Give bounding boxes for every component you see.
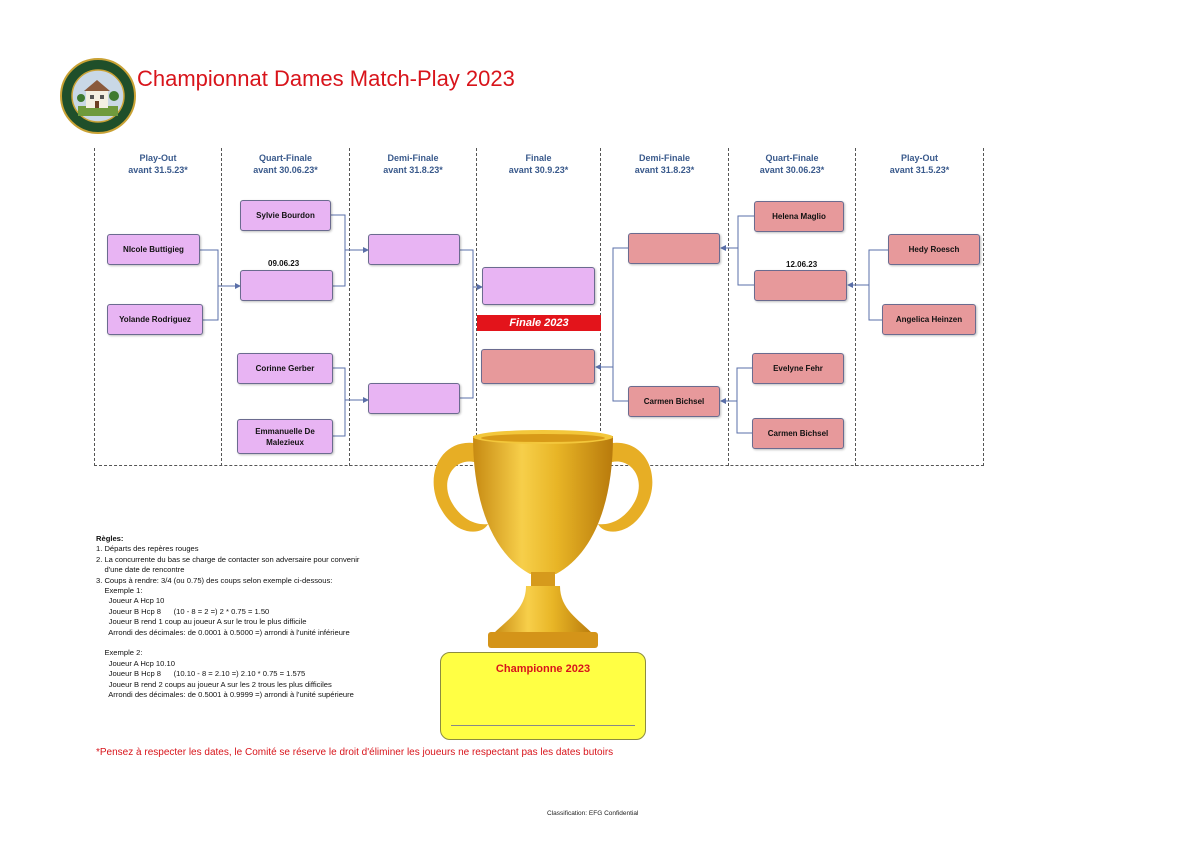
player-slot [628,233,720,264]
player-slot: Emmanuelle De Malezieux [237,419,333,454]
player-slot: Corinne Gerber [237,353,333,384]
column-finale: Finale avant 30.9.23* [477,148,601,466]
champion-label: Championne 2023 [495,663,591,675]
column-title: Finale [525,153,552,163]
column-quart-right: Quart-Finale avant 30.06.23* [729,148,856,466]
column-deadline: avant 31.8.23* [634,165,695,175]
column-quart-left: Quart-Finale avant 30.06.23* [222,148,350,466]
player-slot [754,270,847,301]
column-title: Demi-Finale [387,153,439,163]
trophy-icon [418,424,668,664]
column-deadline: avant 31.5.23* [889,165,950,175]
rules-line: Exemple 2: [96,648,143,658]
champion-name-line [451,725,635,726]
match-date: 09.06.23 [268,259,300,268]
column-playout-right: Play-Out avant 31.5.23* [856,148,984,466]
column-title: Quart-Finale [258,153,312,163]
column-deadline: avant 31.5.23* [128,165,188,175]
rules-line: Arrondi des décimales: de 0.0001 à 0.500… [96,627,350,637]
classification-footer: Classification: EFG Confidential [547,810,639,817]
rules-line: Joueur B rend 2 coups au joueur A sur le… [96,679,332,689]
player-slot [368,383,460,414]
match-date: 12.06.23 [786,260,818,269]
rules-line: 2. La concurrente du bas se charge de co… [96,554,360,564]
rules-line: Joueur B Hcp 8 (10 - 8 = 2 =) 2 * 0.75 =… [96,606,270,616]
rules-heading: Règles: [96,534,124,543]
column-title: Quart-Finale [765,153,819,163]
column-deadline: avant 30.06.23* [253,165,318,175]
player-slot [240,270,333,301]
player-slot: Carmen Bichsel [628,386,720,417]
rules-line: 1. Départs des repères rouges [96,544,199,554]
finale-slot-top [482,267,595,305]
column-deadline: avant 30.06.23* [759,165,825,175]
player-slot: Helena Maglio [754,201,844,232]
player-slot: Hedy Roesch [888,234,980,265]
rules-line: Arrondi des décimales: de 0.5001 à 0.999… [96,690,354,700]
rules-line: Joueur A Hcp 10 [96,596,165,606]
player-slot [368,234,460,265]
rules-line: Joueur A Hcp 10.10 [96,658,175,668]
player-slot: Carmen Bichsel [752,418,844,449]
club-logo [60,58,136,134]
column-title: Play-Out [900,153,938,163]
column-title: Demi-Finale [638,153,690,163]
column-demi-right: Demi-Finale avant 31.8.23* [601,148,729,466]
rules-line [96,638,436,648]
column-demi-left: Demi-Finale avant 31.8.23* [350,148,477,466]
rules-line: 3. Coups à rendre: 3/4 (ou 0.75) des cou… [96,575,333,585]
deadline-notice: *Pensez à respecter les dates, le Comité… [96,747,614,758]
column-playout-left: Play-Out avant 31.5.23* [94,148,222,466]
player-slot: Yolande Rodriguez [107,304,203,335]
finale-banner: Finale 2023 [477,315,601,331]
column-title: Play-Out [139,153,177,163]
rules-line: d'une date de rencontre [96,565,185,575]
finale-slot-bottom [481,349,595,384]
column-deadline: avant 30.9.23* [508,165,569,175]
champion-plaque: Championne 2023 [440,652,646,740]
column-deadline: avant 31.8.23* [383,165,443,175]
rules-line: Exemple 1: [96,586,143,596]
player-slot: Sylvie Bourdon [240,200,331,231]
player-slot: Evelyne Fehr [752,353,844,384]
page-title: Championnat Dames Match-Play 2023 [137,66,515,91]
player-slot: NIcole Buttigieg [107,234,200,265]
player-slot: Angelica Heinzen [882,304,976,335]
rules-line: Joueur B Hcp 8 (10.10 - 8 = 2.10 =) 2.10… [96,669,306,679]
rules-line: Joueur B rend 1 coup au joueur A sur le … [96,617,307,627]
